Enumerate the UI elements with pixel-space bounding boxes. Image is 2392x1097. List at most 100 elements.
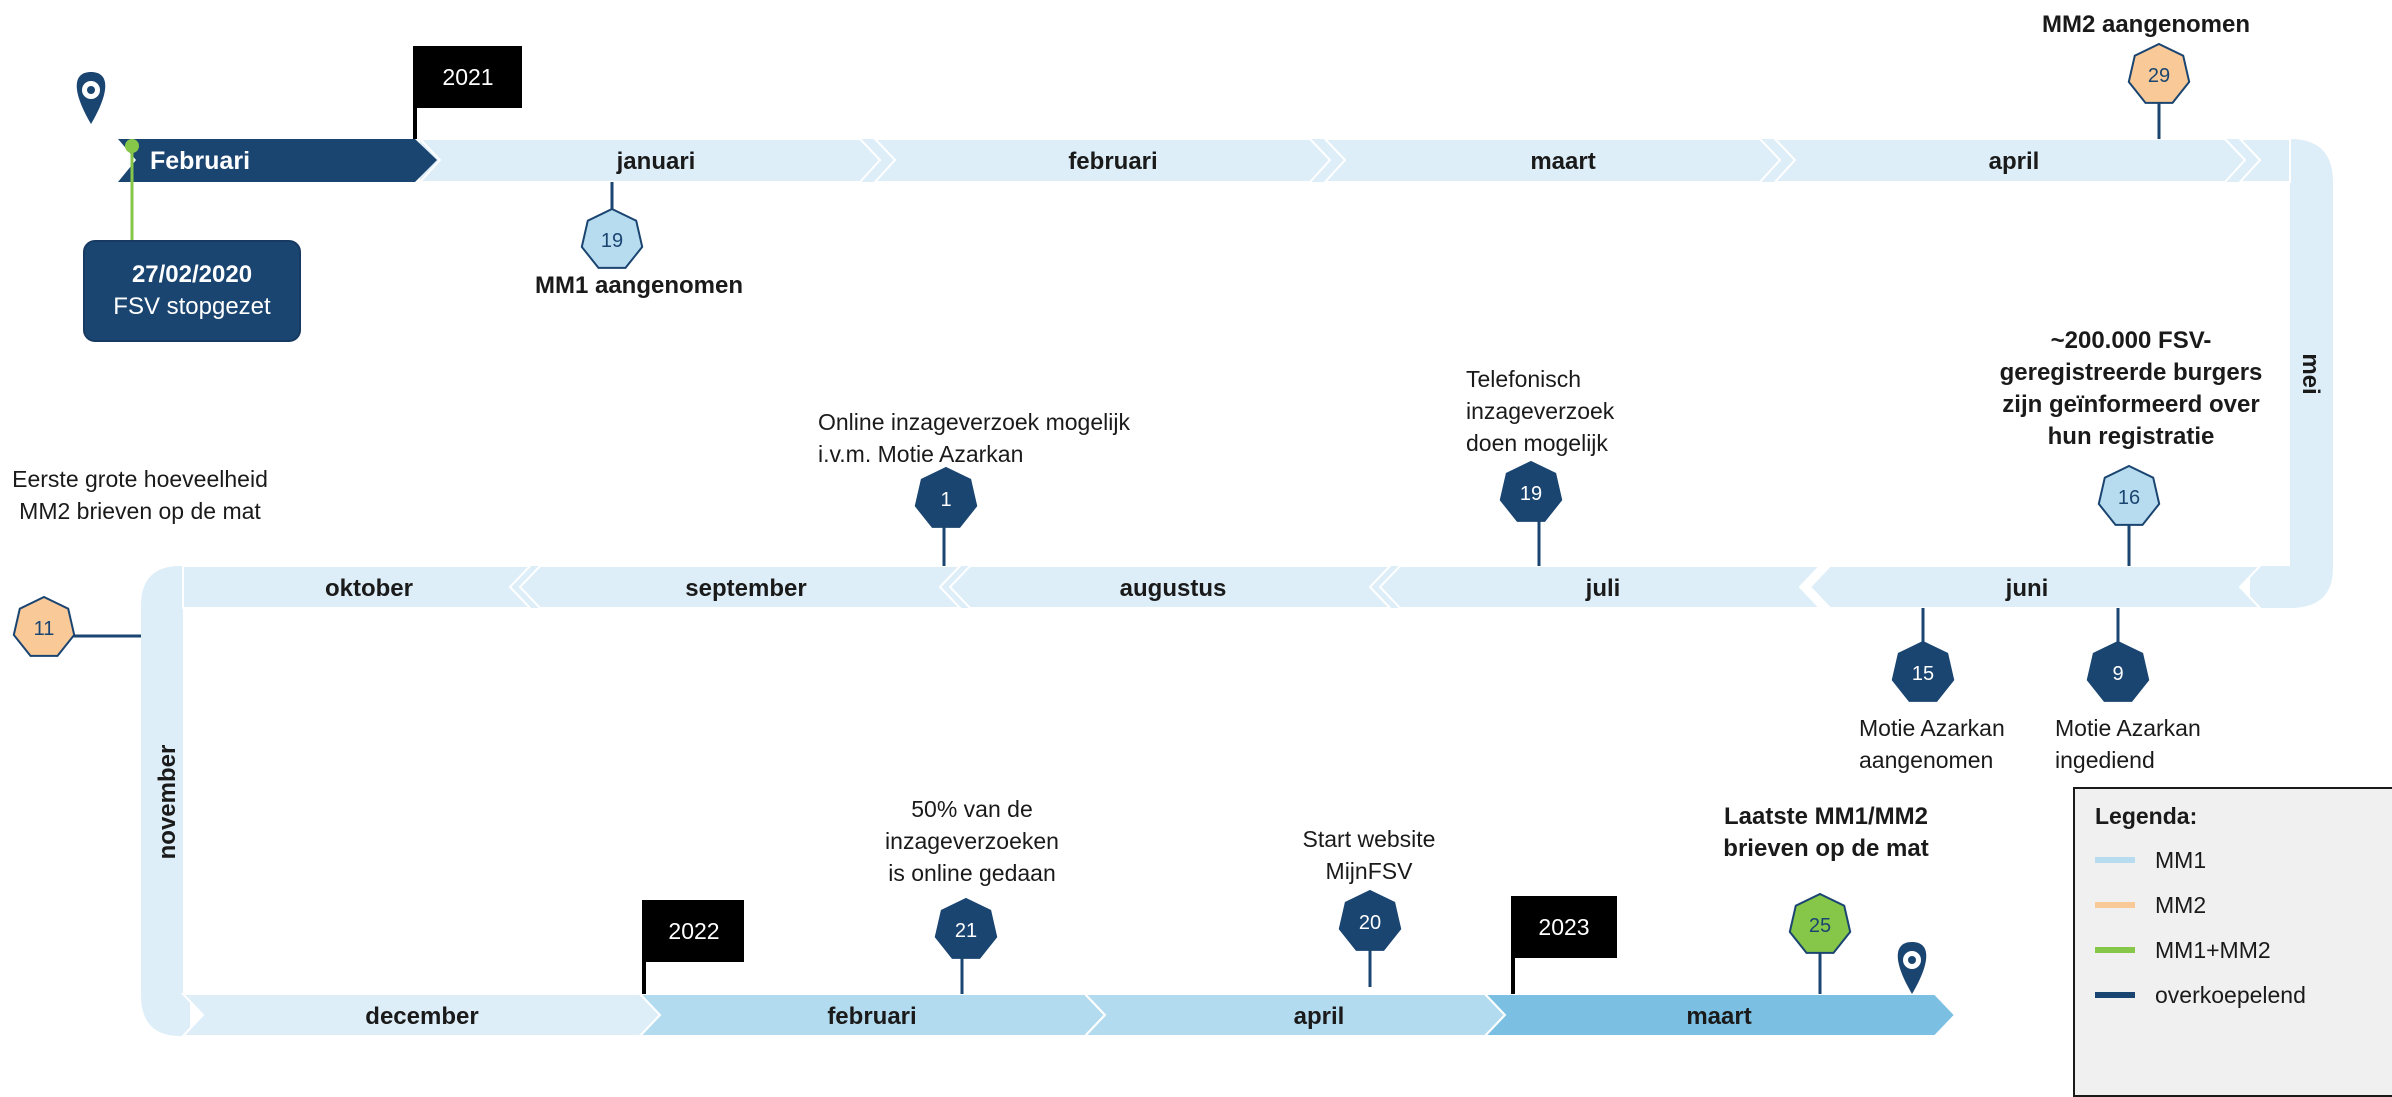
milestone-eerste-brieven: 11: [12, 595, 141, 657]
milestone-day: 19: [601, 230, 623, 252]
start-event-dot: [125, 139, 139, 153]
label-line: aangenomen: [1859, 747, 1994, 773]
label-line: hun registratie: [2047, 423, 2215, 450]
label-line: inzageverzoeken: [885, 828, 1059, 854]
start-segment: [118, 139, 437, 182]
label-line: Laatste MM1/MM2: [1723, 803, 1929, 830]
label-line: geregistreerde burgers: [1999, 359, 2263, 386]
milestone-badge: [1788, 892, 1852, 954]
month-label: februari: [827, 1003, 916, 1030]
milestone-day: 29: [2148, 65, 2170, 87]
label-line: brieven op de mat: [1723, 835, 1929, 862]
label-line: Start website: [1302, 826, 1436, 852]
milestone-day: 15: [1912, 663, 1934, 685]
label-line: Motie Azarkan: [1859, 715, 2005, 741]
label-line: Eerste grote hoeveelheid: [12, 466, 268, 492]
month-seg-mei-top: [2237, 138, 2291, 183]
month-labels: januari februari maart april mei juni ju…: [154, 148, 2324, 1030]
month-seg-maart: [1322, 138, 1782, 183]
year-flag-label: 2022: [668, 918, 719, 944]
milestone-badge: [2086, 640, 2150, 702]
legend-label: MM1+MM2: [2155, 936, 2271, 963]
milestone-badge: [580, 207, 644, 269]
start-event-box: 27/02/2020 FSV stopgezet: [83, 240, 301, 342]
legend: Legenda: MM1 MM2 MM1+MM2 overkoepelend: [2073, 787, 2392, 1097]
label-line: doen mogelijk: [1466, 430, 1608, 456]
milestone-telefonisch: 19: [1499, 460, 1563, 566]
month-seg-augustus: [948, 565, 1393, 609]
milestone-badge: [914, 466, 978, 528]
milestone-motie-aangenomen: 15: [1891, 608, 1955, 702]
row2-month-segments: [182, 565, 2263, 609]
milestone-day: 1: [940, 489, 951, 511]
year-flag-label: 2023: [1538, 914, 1589, 940]
month-label: oktober: [325, 575, 413, 602]
label-line: Motie Azarkan: [2055, 715, 2201, 741]
month-label: april: [1989, 148, 2040, 175]
milestone-badge: [1499, 460, 1563, 522]
label-line: ingediend: [2055, 747, 2155, 773]
month-label: maart: [1530, 148, 1595, 175]
month-seg-januari: [417, 138, 882, 183]
month-label: december: [365, 1003, 478, 1030]
milestone-day: 11: [34, 618, 55, 640]
milestone-label-eerste-brieven: Eerste grote hoeveelheid MM2 brieven op …: [12, 463, 268, 527]
month-label: november: [154, 745, 181, 860]
row1-month-segments: [417, 138, 2291, 183]
legend-item: MM2: [2095, 890, 2206, 920]
month-label: juni: [2005, 575, 2049, 602]
year-flag-label: 2021: [442, 64, 493, 90]
milestone-label-website: Start website MijnFSV: [1303, 823, 1436, 887]
label-line: zijn geïnformeerd over: [2002, 391, 2260, 418]
label-line: ~200.000 FSV-: [2050, 327, 2212, 354]
milestone-mm2-aangenomen: 29: [2127, 42, 2191, 139]
legend-swatch: [2095, 902, 2135, 908]
milestone-badge: [1338, 889, 1402, 951]
label-line: is online gedaan: [888, 860, 1056, 886]
legend-item: MM1+MM2: [2095, 935, 2271, 965]
milestone-vijftig-procent: 21: [934, 897, 998, 994]
month-seg-juli: [1378, 565, 1823, 609]
milestone-motie-ingediend: 9: [2086, 608, 2150, 702]
label-line: Telefonisch: [1466, 366, 1582, 392]
milestone-laatste-brieven: 25: [1788, 892, 1852, 994]
milestone-label-laatste-brieven: Laatste MM1/MM2 brieven op de mat: [1723, 801, 1928, 865]
month-label: juli: [1585, 575, 1621, 602]
milestone-badge: [1891, 640, 1955, 702]
milestone-label-motie-aangenomen: Motie Azarkan aangenomen: [1859, 712, 2005, 776]
legend-swatch: [2095, 992, 2135, 998]
year-flag-box: [1512, 896, 1617, 958]
month-seg-februari: [872, 138, 1332, 183]
milestone-badge: [12, 595, 76, 657]
legend-label: MM2: [2155, 891, 2207, 918]
milestone-label-online: Online inzageverzoek mogelijk i.v.m. Mot…: [818, 406, 1130, 470]
legend-label: MM1: [2155, 846, 2207, 873]
month-seg-april: [1772, 138, 2247, 183]
start-segment-label: Februari: [150, 147, 250, 175]
month-label: februari: [1068, 148, 1157, 175]
milestone-day: 25: [1809, 915, 1831, 937]
label-line: MM1 aangenomen: [534, 272, 744, 299]
legend-swatch: [2095, 857, 2135, 863]
label-line: MM2 aangenomen: [2041, 11, 2251, 38]
milestone-day: 16: [2118, 487, 2140, 509]
milestone-day: 20: [1359, 912, 1381, 934]
label-line: Online inzageverzoek mogelijk: [818, 409, 1130, 435]
milestone-badge: [2127, 42, 2191, 104]
milestone-fsv-geinformeerd: 16: [2097, 464, 2161, 566]
month-label: mei: [2297, 353, 2324, 394]
legend-swatch: [2095, 947, 2135, 953]
year-flag: 2023: [1511, 896, 1617, 994]
milestone-mm1-aangenomen: 19: [580, 182, 644, 269]
month-seg-juni: [1808, 565, 2263, 609]
month-label: september: [685, 575, 806, 602]
location-pin-icon: [1897, 942, 1927, 994]
legend-item: overkoepelend: [2095, 980, 2306, 1010]
month-label: maart: [1686, 1003, 1751, 1030]
label-line: 50% van de: [911, 796, 1033, 822]
legend-label: overkoepelend: [2155, 981, 2306, 1008]
milestone-day: 9: [2112, 663, 2123, 685]
label-line: i.v.m. Motie Azarkan: [818, 441, 1024, 467]
month-seg-oktober: [182, 565, 533, 609]
milestone-online: 1: [914, 466, 978, 566]
